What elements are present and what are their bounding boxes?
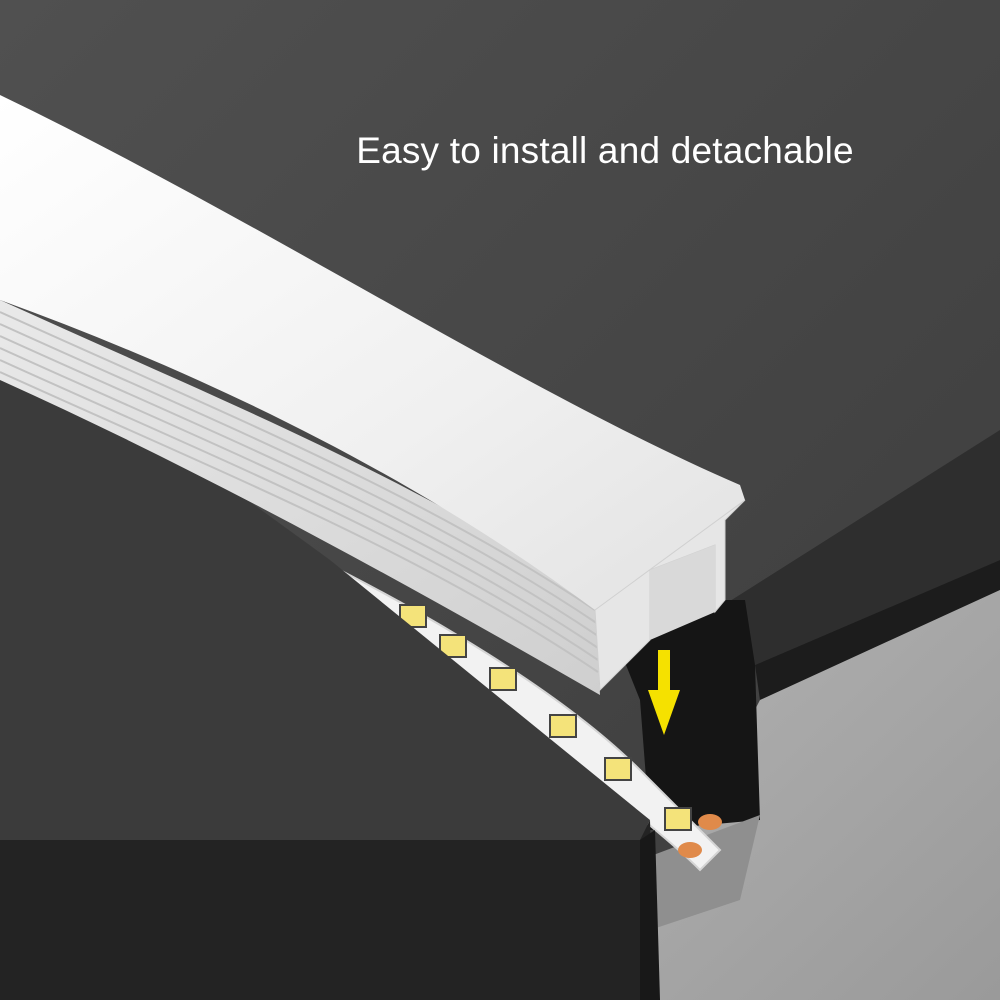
right-panel (700, 430, 1000, 665)
led-chip (489, 667, 517, 691)
profile-rib (0, 347, 599, 649)
right-panel-edge (755, 560, 1000, 700)
profile-rib (0, 335, 599, 637)
channel-groove (600, 600, 760, 830)
solder-pad (678, 842, 702, 858)
caption-text: Easy to install and detachable (356, 130, 854, 171)
arrow-down-icon (648, 650, 680, 735)
profile-rib (0, 323, 599, 625)
left-panel-edge (0, 820, 655, 1000)
diffuser-profile (0, 95, 746, 695)
left-panel-corner (640, 830, 660, 1000)
led-chip (399, 604, 427, 628)
led-chip (549, 714, 577, 738)
led-chip (664, 807, 692, 831)
profile-rib (0, 311, 599, 613)
profile-rib (0, 371, 599, 673)
led-chip (604, 757, 632, 781)
solder-pad (698, 814, 722, 830)
profile-rib (0, 359, 599, 661)
channel-floor (640, 815, 760, 930)
led-chip (439, 634, 467, 658)
